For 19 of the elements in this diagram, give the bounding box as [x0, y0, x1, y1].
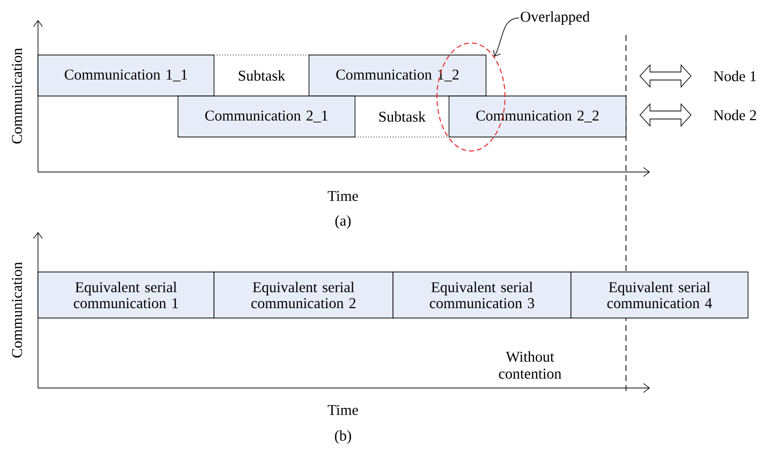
communication-box: Equivalent serial communication 2: [214, 272, 394, 318]
panel-label: (a): [335, 215, 351, 229]
communication-box: Equivalent serial communication 1: [38, 272, 214, 318]
axis-label: Time: [328, 404, 358, 415]
communication-box: Equivalent serial communication 3: [392, 272, 572, 318]
annotation-text: Overlapped: [520, 11, 590, 25]
arrow: [493, 18, 520, 57]
note-text: Without contention: [499, 351, 562, 379]
axis-label: Communication: [12, 48, 22, 144]
panel-label: (b): [334, 430, 352, 444]
communication-box: Communication 1_2: [308, 54, 486, 96]
communication-box: Communication 2_2: [448, 96, 626, 138]
node-label: Node 1: [714, 70, 756, 82]
axis-label: Communication: [12, 262, 22, 358]
node-label: Node 2: [714, 110, 756, 120]
axis-label: Time: [328, 190, 358, 201]
communication-box: Communication 1_1: [38, 54, 214, 96]
communication-box: Communication 2_1: [178, 96, 356, 138]
communication-box: Equivalent serial communication 4: [570, 272, 748, 318]
